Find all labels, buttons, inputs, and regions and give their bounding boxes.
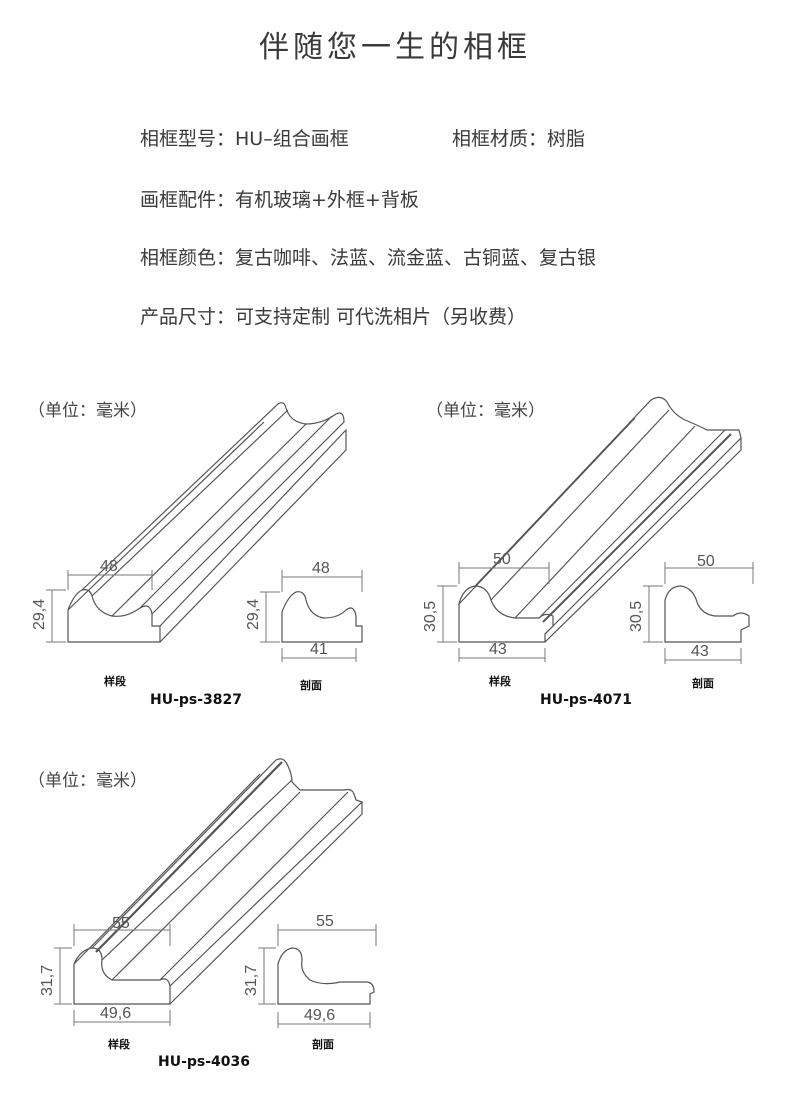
unit-label-2: （单位：毫米） <box>426 401 545 421</box>
section-caption-2: 剖面 <box>692 677 714 690</box>
page-title: 伴随您一生的相框 <box>259 30 531 65</box>
section-height-1: 29,4 <box>245 599 262 630</box>
sample-width-1: 48 <box>100 558 118 575</box>
section-caption-3: 剖面 <box>312 1038 334 1051</box>
section-height-3: 31,7 <box>243 965 260 996</box>
sample-height-3: 31,7 <box>39 965 56 996</box>
section-base-3: 49,6 <box>304 1007 335 1024</box>
section-width-3: 55 <box>316 913 334 930</box>
spec-colors: 相框颜色：复古咖啡、法蓝、流金蓝、古铜蓝、复古银 <box>140 247 597 269</box>
sample-caption-3: 样段 <box>108 1038 130 1051</box>
section-dimension-lines-1 <box>260 570 363 662</box>
dimension-lines-1 <box>46 570 153 643</box>
frame-sample-drawing-3 <box>73 758 364 1005</box>
sample-base-3: 49,6 <box>100 1005 131 1022</box>
frame-section-drawing-3 <box>277 947 375 1005</box>
section-dimension-lines-2 <box>643 562 754 664</box>
unit-label-3: （单位：毫米） <box>28 771 147 791</box>
frame-section-drawing-1 <box>281 591 363 643</box>
model-caption-3: HU-ps-4036 <box>158 1054 251 1070</box>
unit-label-1: （单位：毫米） <box>28 401 147 421</box>
frame-section-drawing-2 <box>664 585 750 643</box>
section-width-2: 50 <box>697 553 715 570</box>
sample-caption-2: 样段 <box>489 675 511 688</box>
section-height-2: 30,5 <box>628 601 645 632</box>
section-base-2: 43 <box>691 643 709 660</box>
model-caption-1: HU-ps-3827 <box>150 692 243 708</box>
sample-height-1: 29,4 <box>31 599 48 630</box>
sample-caption-1: 样段 <box>104 675 126 688</box>
section-width-1: 48 <box>312 560 330 577</box>
sample-width-2: 50 <box>493 551 511 568</box>
sample-base-2: 43 <box>489 641 507 658</box>
frame-diagram-2: 50 30,5 43 50 30,5 43 <box>395 390 790 720</box>
section-dimension-lines-3 <box>258 924 377 1028</box>
dimension-lines-2 <box>437 562 550 662</box>
spec-model: 相框型号：HU–组合画框 <box>140 128 349 150</box>
section-caption-1: 剖面 <box>300 679 322 692</box>
sample-height-2: 30,5 <box>422 601 439 632</box>
frame-diagram-3: 55 31,7 49,6 55 31,7 49,6 <box>0 750 400 1080</box>
spec-accessories: 画框配件：有机玻璃+外框+背板 <box>140 189 419 211</box>
dimension-lines-3 <box>54 924 171 1026</box>
frame-sample-drawing-1 <box>67 402 347 643</box>
section-base-1: 41 <box>310 641 328 658</box>
model-caption-2: HU-ps-4071 <box>540 692 633 708</box>
sample-width-3: 55 <box>112 915 130 932</box>
frame-diagram-1: 48 29,4 48 29,4 41 <box>0 390 400 720</box>
spec-material: 相框材质：树脂 <box>452 128 586 150</box>
spec-size: 产品尺寸：可支持定制 可代洗相片（另收费） <box>140 306 527 328</box>
